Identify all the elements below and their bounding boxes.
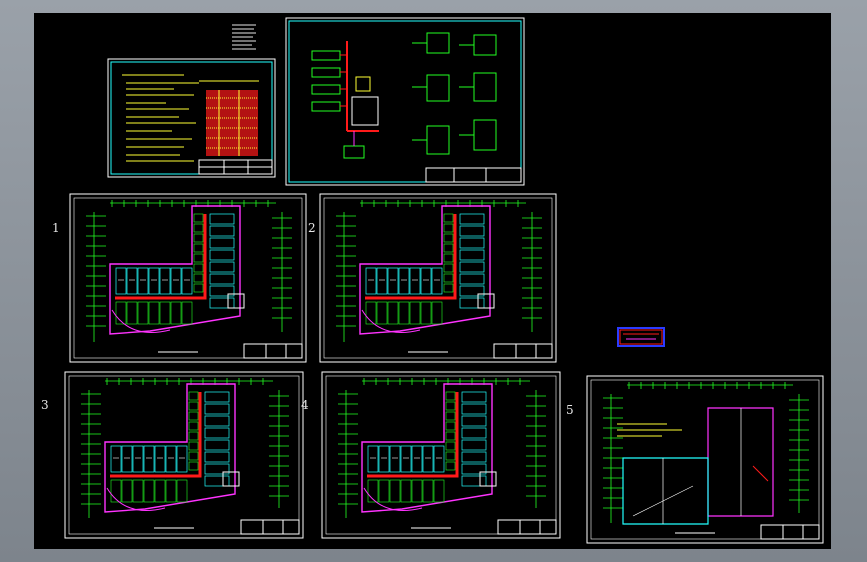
rooms — [361, 213, 495, 333]
title-block — [411, 519, 557, 535]
riser-diagram — [311, 41, 379, 159]
sheet-inner-border — [68, 375, 300, 535]
corridor — [367, 392, 459, 478]
sheet-inner-border — [590, 379, 820, 540]
roof-notes — [617, 423, 682, 437]
sheet-border — [586, 375, 824, 544]
title-block — [408, 343, 553, 359]
sheet-floor-4[interactable] — [321, 371, 561, 539]
system-title-block — [425, 167, 522, 183]
sheet-number-1: 1 — [52, 221, 60, 235]
top-dimension — [360, 200, 526, 207]
sheet-border — [64, 371, 304, 539]
sheet-number-2: 2 — [308, 221, 316, 235]
left-axis — [86, 212, 106, 342]
drawing-canvas[interactable]: 1 2 3 4 5 — [34, 13, 831, 549]
left-axis — [603, 394, 623, 523]
rooms — [363, 391, 497, 511]
sheet-system[interactable] — [285, 17, 525, 186]
title-block — [158, 343, 303, 359]
panel-schedules — [412, 32, 497, 155]
title-block — [675, 524, 820, 540]
right-legend — [269, 390, 289, 508]
building-outline — [109, 205, 241, 335]
logo-stamp — [617, 327, 665, 347]
sheet-inner-border — [325, 375, 557, 535]
corridor — [110, 392, 202, 478]
sheet-floor-3[interactable] — [64, 371, 304, 539]
top-dimension — [105, 378, 273, 385]
rooms — [111, 213, 245, 333]
notes-legend-table — [199, 80, 259, 156]
sheet-floor-5[interactable] — [586, 375, 824, 544]
sheet-border — [321, 371, 561, 539]
roof-outline — [622, 407, 774, 525]
drawing-svg[interactable] — [34, 13, 831, 549]
notes-title-block — [198, 159, 273, 175]
right-legend — [522, 212, 542, 332]
sheet-border — [69, 193, 307, 363]
left-axis — [336, 212, 356, 342]
sheet-inner-border — [323, 197, 553, 359]
sheet-number-4: 4 — [301, 398, 309, 412]
right-legend — [789, 394, 809, 513]
building-outline — [359, 205, 491, 335]
rooms — [106, 391, 240, 511]
corridor — [115, 214, 207, 300]
building-outline — [104, 383, 236, 513]
sheet-floor-2[interactable] — [319, 193, 557, 363]
top-dimension — [627, 382, 793, 389]
sheet-inner-border — [73, 197, 303, 359]
corridor — [365, 214, 457, 300]
left-axis — [338, 390, 358, 518]
right-legend — [526, 390, 546, 508]
sheet-notes[interactable] — [107, 58, 276, 178]
cover-text-column — [232, 24, 256, 50]
sheet-number-3: 3 — [41, 398, 49, 412]
building-outline — [361, 383, 493, 513]
sheet-number-5: 5 — [566, 403, 574, 417]
left-axis — [81, 390, 101, 518]
sheet-floor-1[interactable] — [69, 193, 307, 363]
title-block — [154, 519, 300, 535]
right-legend — [272, 212, 292, 332]
sheet-border — [319, 193, 557, 363]
notes-text-block — [122, 74, 199, 162]
